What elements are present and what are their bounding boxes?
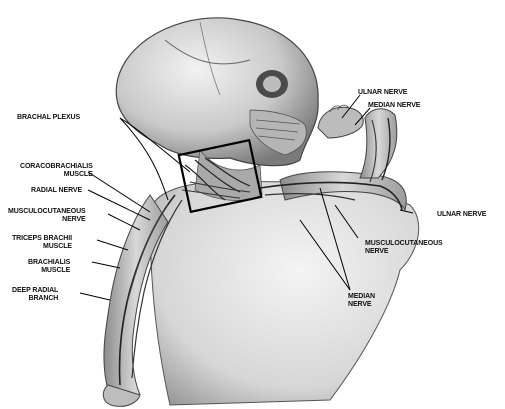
label-coracobrachialis-muscle: CORACOBRACHIALIS MUSCLE xyxy=(20,163,93,179)
torso-shape xyxy=(150,182,419,405)
label-median-nerve-top: MEDIAN NERVE xyxy=(368,102,420,110)
label-radial-nerve: RADIAL NERVE xyxy=(31,187,82,195)
label-musculocutaneous-nerve-right: MUSCULOCUTANEOUS NERVE xyxy=(365,240,443,256)
label-brachial-plexus: BRACHAL PLEXUS xyxy=(17,114,80,122)
label-median-nerve-bottom: MEDIAN NERVE xyxy=(348,293,375,309)
label-triceps-brachii-muscle: TRICEPS BRACHII MUSCLE xyxy=(12,235,72,251)
label-ulnar-nerve-right: ULNAR NERVE xyxy=(437,211,486,219)
label-ulnar-nerve-top: ULNAR NERVE xyxy=(358,89,407,97)
label-brachialis-muscle: BRACHIALIS MUSCLE xyxy=(28,259,70,275)
label-musculocutaneous-nerve-left: MUSCULOCUTANEOUS NERVE xyxy=(8,208,86,224)
label-deep-radial-branch: DEEP RADIAL BRANCH xyxy=(12,287,58,303)
